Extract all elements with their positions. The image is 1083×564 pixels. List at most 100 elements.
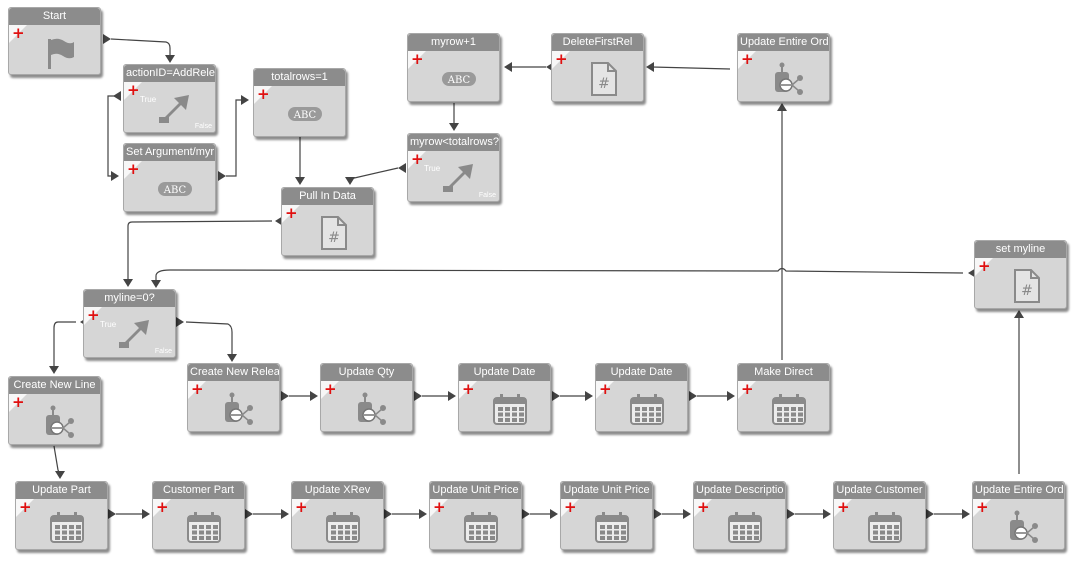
connector-line: [651, 66, 731, 70]
plus-icon[interactable]: +: [741, 380, 754, 398]
node-title: Set Argument/myr: [124, 144, 215, 161]
true-label: True: [100, 320, 117, 329]
arrowhead: [504, 62, 512, 72]
arrowhead: [962, 509, 970, 519]
decision-arrow-icon: [115, 314, 155, 355]
connector-line: [53, 445, 61, 475]
node-pullin[interactable]: Pull In Data+#: [281, 187, 374, 256]
svg-text:ABC: ABC: [163, 185, 187, 196]
node-title: myline=0?: [84, 290, 175, 307]
calendar-icon: [184, 509, 224, 549]
node-myrowplus[interactable]: myrow+1+ABC: [407, 33, 500, 102]
node-createrel[interactable]: Create New Releas+: [187, 363, 280, 432]
abc-text-icon: ABC: [285, 96, 325, 136]
node-start[interactable]: Start+: [8, 7, 101, 75]
abc-text-icon: ABC: [155, 171, 195, 211]
plus-icon[interactable]: +: [12, 24, 25, 42]
plus-icon[interactable]: +: [741, 50, 754, 68]
node-updprice2[interactable]: Update Unit Price+: [560, 481, 653, 550]
svg-text:#: #: [1021, 283, 1033, 299]
plus-icon[interactable]: +: [462, 380, 475, 398]
plus-icon[interactable]: +: [324, 380, 337, 398]
plus-icon[interactable]: +: [411, 150, 424, 168]
calendar-icon: [627, 391, 667, 431]
arrowhead: [1014, 310, 1024, 318]
connector-port: [398, 163, 406, 173]
calendar-icon: [47, 509, 87, 549]
plus-icon[interactable]: +: [87, 306, 100, 324]
plus-icon[interactable]: +: [295, 498, 308, 516]
node-updpart[interactable]: Update Part+: [15, 481, 108, 550]
plus-icon[interactable]: +: [564, 498, 577, 516]
plus-icon[interactable]: +: [156, 498, 169, 516]
plus-icon[interactable]: +: [285, 204, 298, 222]
node-custpart[interactable]: Customer Part+: [152, 481, 245, 550]
plus-icon[interactable]: +: [555, 50, 568, 68]
connector-port: [384, 509, 392, 519]
node-updentire1[interactable]: Update Entire Orde+: [737, 33, 830, 102]
node-makedirect[interactable]: Make Direct+: [737, 363, 830, 432]
node-updcust[interactable]: Update Customer+: [833, 481, 926, 550]
calendar-icon: [865, 509, 905, 549]
arrowhead: [448, 391, 456, 401]
corner-fold: [321, 381, 339, 399]
false-label: False: [194, 123, 212, 130]
plus-icon[interactable]: +: [697, 498, 710, 516]
arrowhead: [49, 366, 59, 374]
plus-icon[interactable]: +: [19, 498, 32, 516]
flag-icon: [40, 35, 80, 74]
node-setmyline[interactable]: set myline+#: [974, 240, 1067, 309]
node-updqty[interactable]: Update Qty+: [320, 363, 413, 432]
corner-fold: [254, 86, 272, 104]
connector-port: [414, 391, 422, 401]
node-upddate1[interactable]: Update Date+: [458, 363, 551, 432]
plus-icon[interactable]: +: [127, 160, 140, 178]
plus-icon[interactable]: +: [837, 498, 850, 516]
arrowhead: [727, 391, 735, 401]
plus-icon[interactable]: +: [978, 257, 991, 275]
node-title: Start: [9, 8, 100, 25]
plus-icon[interactable]: +: [191, 380, 204, 398]
corner-fold: [834, 499, 852, 517]
svg-text:ABC: ABC: [447, 75, 471, 86]
document-hash-icon: #: [583, 61, 623, 101]
plus-icon[interactable]: +: [976, 498, 989, 516]
corner-fold: [430, 499, 448, 517]
corner-fold: [596, 381, 614, 399]
svg-text:#: #: [328, 230, 340, 246]
node-updentire2[interactable]: Update Entire Orde+: [972, 481, 1065, 550]
arrowhead: [646, 62, 654, 72]
connector-port: [689, 391, 697, 401]
corner-fold: [292, 499, 310, 517]
connector-port: [103, 34, 111, 44]
plus-icon[interactable]: +: [12, 393, 25, 411]
plus-icon[interactable]: +: [257, 85, 270, 103]
corner-fold: [694, 499, 712, 517]
plus-icon[interactable]: +: [411, 50, 424, 68]
plus-icon[interactable]: +: [127, 81, 140, 99]
svg-text:#: #: [598, 76, 610, 92]
node-setarg[interactable]: Set Argument/myr+ ABC: [123, 143, 216, 212]
arrowhead: [823, 509, 831, 519]
calendar-icon: [592, 509, 632, 549]
plus-icon[interactable]: +: [599, 380, 612, 398]
node-title: Update Entire Orde: [738, 34, 829, 51]
corner-fold: [124, 82, 142, 100]
node-title: Update Descriptio: [694, 482, 785, 499]
arrowhead: [310, 391, 318, 401]
plus-icon[interactable]: +: [433, 498, 446, 516]
true-label: True: [140, 95, 157, 104]
node-updprice1[interactable]: Update Unit Price+: [429, 481, 522, 550]
node-deletefirst[interactable]: DeleteFirstRel+#: [551, 33, 644, 102]
node-totalrows[interactable]: totalrows=1+ABC: [253, 68, 346, 137]
node-upddate2[interactable]: Update Date+: [595, 363, 688, 432]
node-title: Make Direct: [738, 364, 829, 381]
node-updxrev[interactable]: Update XRev+: [291, 481, 384, 550]
corner-fold: [459, 381, 477, 399]
node-createline[interactable]: Create New Line+: [8, 376, 101, 445]
node-upddesc[interactable]: Update Descriptio+: [693, 481, 786, 550]
